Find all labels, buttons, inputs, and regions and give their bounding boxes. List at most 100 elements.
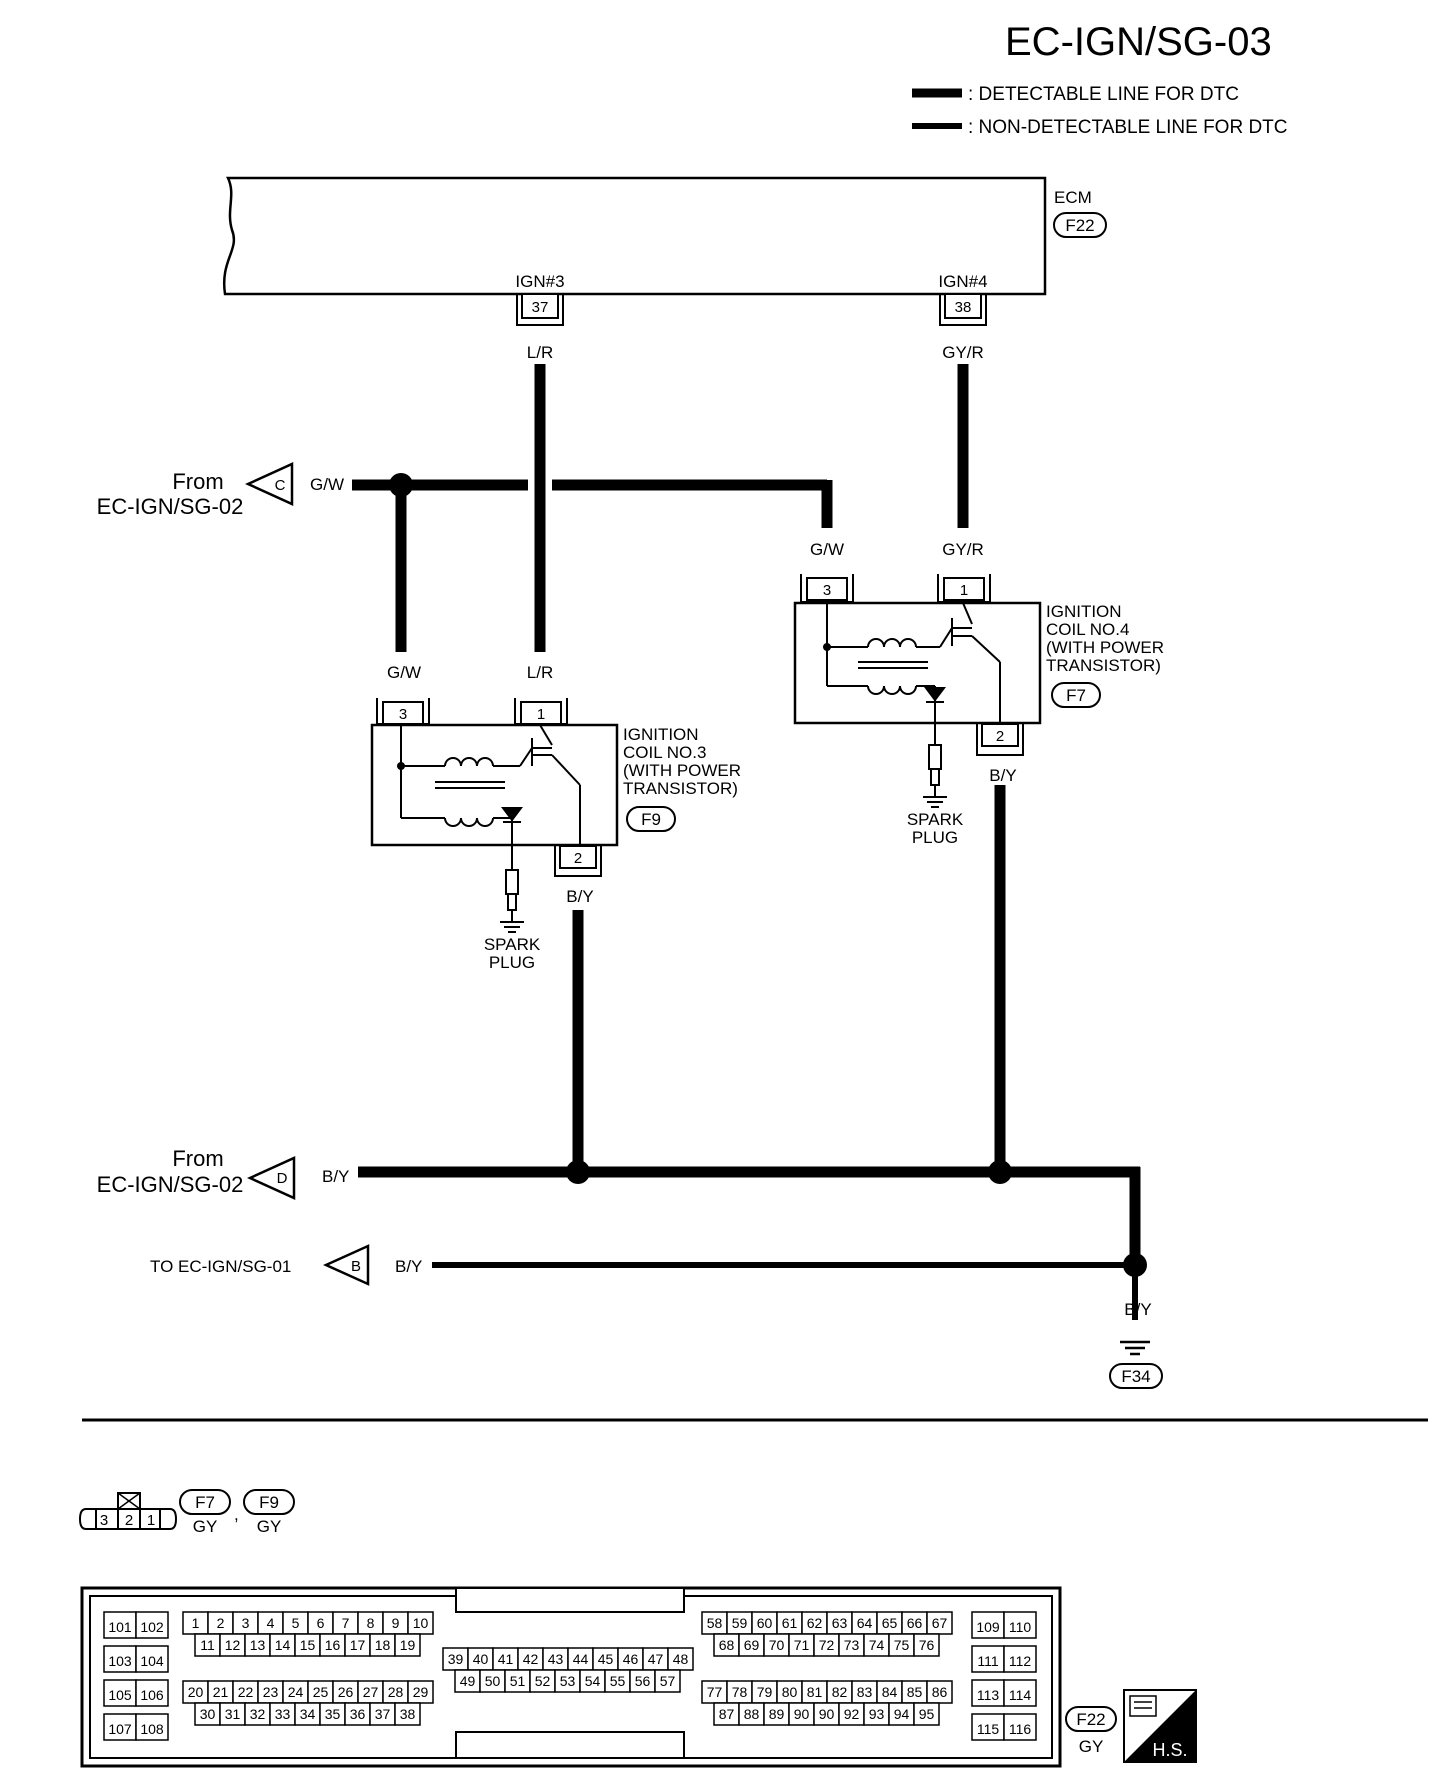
coil4-wire3: G/W [810, 540, 844, 559]
pin-label: 45 [598, 1651, 614, 1667]
pin-label: 85 [907, 1684, 923, 1700]
coil3-wire1: L/R [527, 663, 553, 682]
coil3-plug-line2: PLUG [489, 953, 535, 972]
coil4-name-line1: IGNITION [1046, 602, 1122, 621]
pin-label: 81 [807, 1684, 823, 1700]
pin-label: 115 [977, 1721, 1000, 1737]
pin-label: 35 [325, 1706, 341, 1722]
legend: : DETECTABLE LINE FOR DTC : NON-DETECTAB… [912, 84, 1288, 138]
pin-label: 22 [238, 1684, 254, 1700]
pin-label: 80 [782, 1684, 798, 1700]
connector-separator: , [234, 1505, 239, 1524]
legend-detectable-label: : DETECTABLE LINE FOR DTC [968, 84, 1239, 105]
ecm-pin-37-signal: IGN#3 [515, 272, 564, 291]
coil3-plug-line1: SPARK [484, 935, 541, 954]
pin-cell [103, 1645, 137, 1673]
pin-label: 93 [869, 1706, 885, 1722]
pin-label: 20 [188, 1684, 204, 1700]
coil3-connector-badge [626, 806, 676, 832]
pin-label: 63 [832, 1615, 848, 1631]
pin-label: 50 [485, 1673, 501, 1689]
pin-label: 78 [732, 1684, 748, 1700]
pin-cell [1003, 1713, 1037, 1741]
pin-cell [1003, 1611, 1037, 1639]
pin-label: 54 [585, 1673, 601, 1689]
pin-label: 23 [263, 1684, 279, 1700]
pin-label: 43 [548, 1651, 564, 1667]
pin-label: 87 [719, 1706, 735, 1722]
pin-label: 6 [317, 1615, 325, 1631]
pin-label: 82 [832, 1684, 848, 1700]
f22-color: GY [1079, 1737, 1104, 1756]
pin-label: 102 [140, 1619, 164, 1635]
ref-to-b-label: TO EC-IGN/SG-01 [150, 1257, 291, 1276]
ecm-label: ECM [1054, 188, 1092, 207]
coil4-connector-id: F7 [1066, 686, 1086, 705]
junction-by-ground [1123, 1253, 1147, 1277]
pin-label: 56 [635, 1673, 651, 1689]
ref-from-c: From EC-IGN/SG-02 C G/W [97, 462, 344, 519]
coil4-plug-line1: SPARK [907, 810, 964, 829]
f7-color: GY [193, 1517, 218, 1536]
pin-label: 65 [882, 1615, 898, 1631]
pin-cell [971, 1713, 1005, 1741]
pin-label: 41 [498, 1651, 514, 1667]
pin-label: 59 [732, 1615, 748, 1631]
ref-b-arrow [322, 1244, 370, 1286]
ref-b-letter: B [351, 1258, 361, 1275]
ecm-pin-37-number: 37 [532, 299, 549, 316]
ecm-connector-id: F22 [1065, 216, 1094, 235]
pin-label: 2 [217, 1615, 225, 1631]
ref-from-d-line2: EC-IGN/SG-02 [97, 1172, 244, 1197]
pin-label: 40 [473, 1651, 489, 1667]
coil4-pin2: 2 [996, 728, 1004, 745]
pin-label: 15 [300, 1637, 316, 1653]
pin-label: 12 [225, 1637, 241, 1653]
ref-c-arrow [244, 462, 294, 506]
pin-cell [913, 1633, 940, 1657]
coil4-wire1: GY/R [942, 540, 984, 559]
pin-cell [913, 1702, 940, 1726]
pin-label: 57 [660, 1673, 676, 1689]
ref-c-letter: C [275, 477, 286, 494]
pin-label: 75 [894, 1637, 910, 1653]
f22-key-top [455, 1587, 685, 1613]
pin-label: 24 [288, 1684, 304, 1700]
pin-label: 92 [844, 1706, 860, 1722]
pin-label: 36 [350, 1706, 366, 1722]
pin-label: 30 [200, 1706, 216, 1722]
pin-label: 47 [648, 1651, 664, 1667]
pin-label: 69 [744, 1637, 760, 1653]
pin-label: 106 [140, 1687, 164, 1703]
coil3-name-line2: COIL NO.3 [623, 743, 706, 762]
pin-label: 66 [907, 1615, 923, 1631]
pin-cell [135, 1713, 169, 1741]
coil3-pin1: 1 [537, 706, 545, 723]
pin-label: 95 [919, 1706, 935, 1722]
page-title: EC-IGN/SG-03 [1005, 20, 1272, 64]
pin-label: 64 [857, 1615, 873, 1631]
pin-label: 26 [338, 1684, 354, 1700]
ref-b-wire: B/Y [395, 1257, 422, 1276]
pin-label: 70 [769, 1637, 785, 1653]
pin-label: 58 [707, 1615, 723, 1631]
coil3-pin2: 2 [574, 850, 582, 867]
coil4-body [793, 601, 1042, 725]
pin-label: 90 [794, 1706, 810, 1722]
pin-label: 16 [325, 1637, 341, 1653]
ref-d-arrow [246, 1156, 296, 1200]
pin-label: 7 [342, 1615, 350, 1631]
coil3-spark-plug-icon [500, 869, 524, 933]
pin-label: 34 [300, 1706, 316, 1722]
pin-label: 52 [535, 1673, 551, 1689]
pin-label: 61 [782, 1615, 798, 1631]
f22-badge [1065, 1706, 1117, 1732]
pin-label: 49 [460, 1673, 476, 1689]
pin-label: 28 [388, 1684, 404, 1700]
coil3-pin3: 3 [399, 706, 407, 723]
coil3-name-line3: (WITH POWER [623, 761, 741, 780]
pin-label: 38 [400, 1706, 416, 1722]
